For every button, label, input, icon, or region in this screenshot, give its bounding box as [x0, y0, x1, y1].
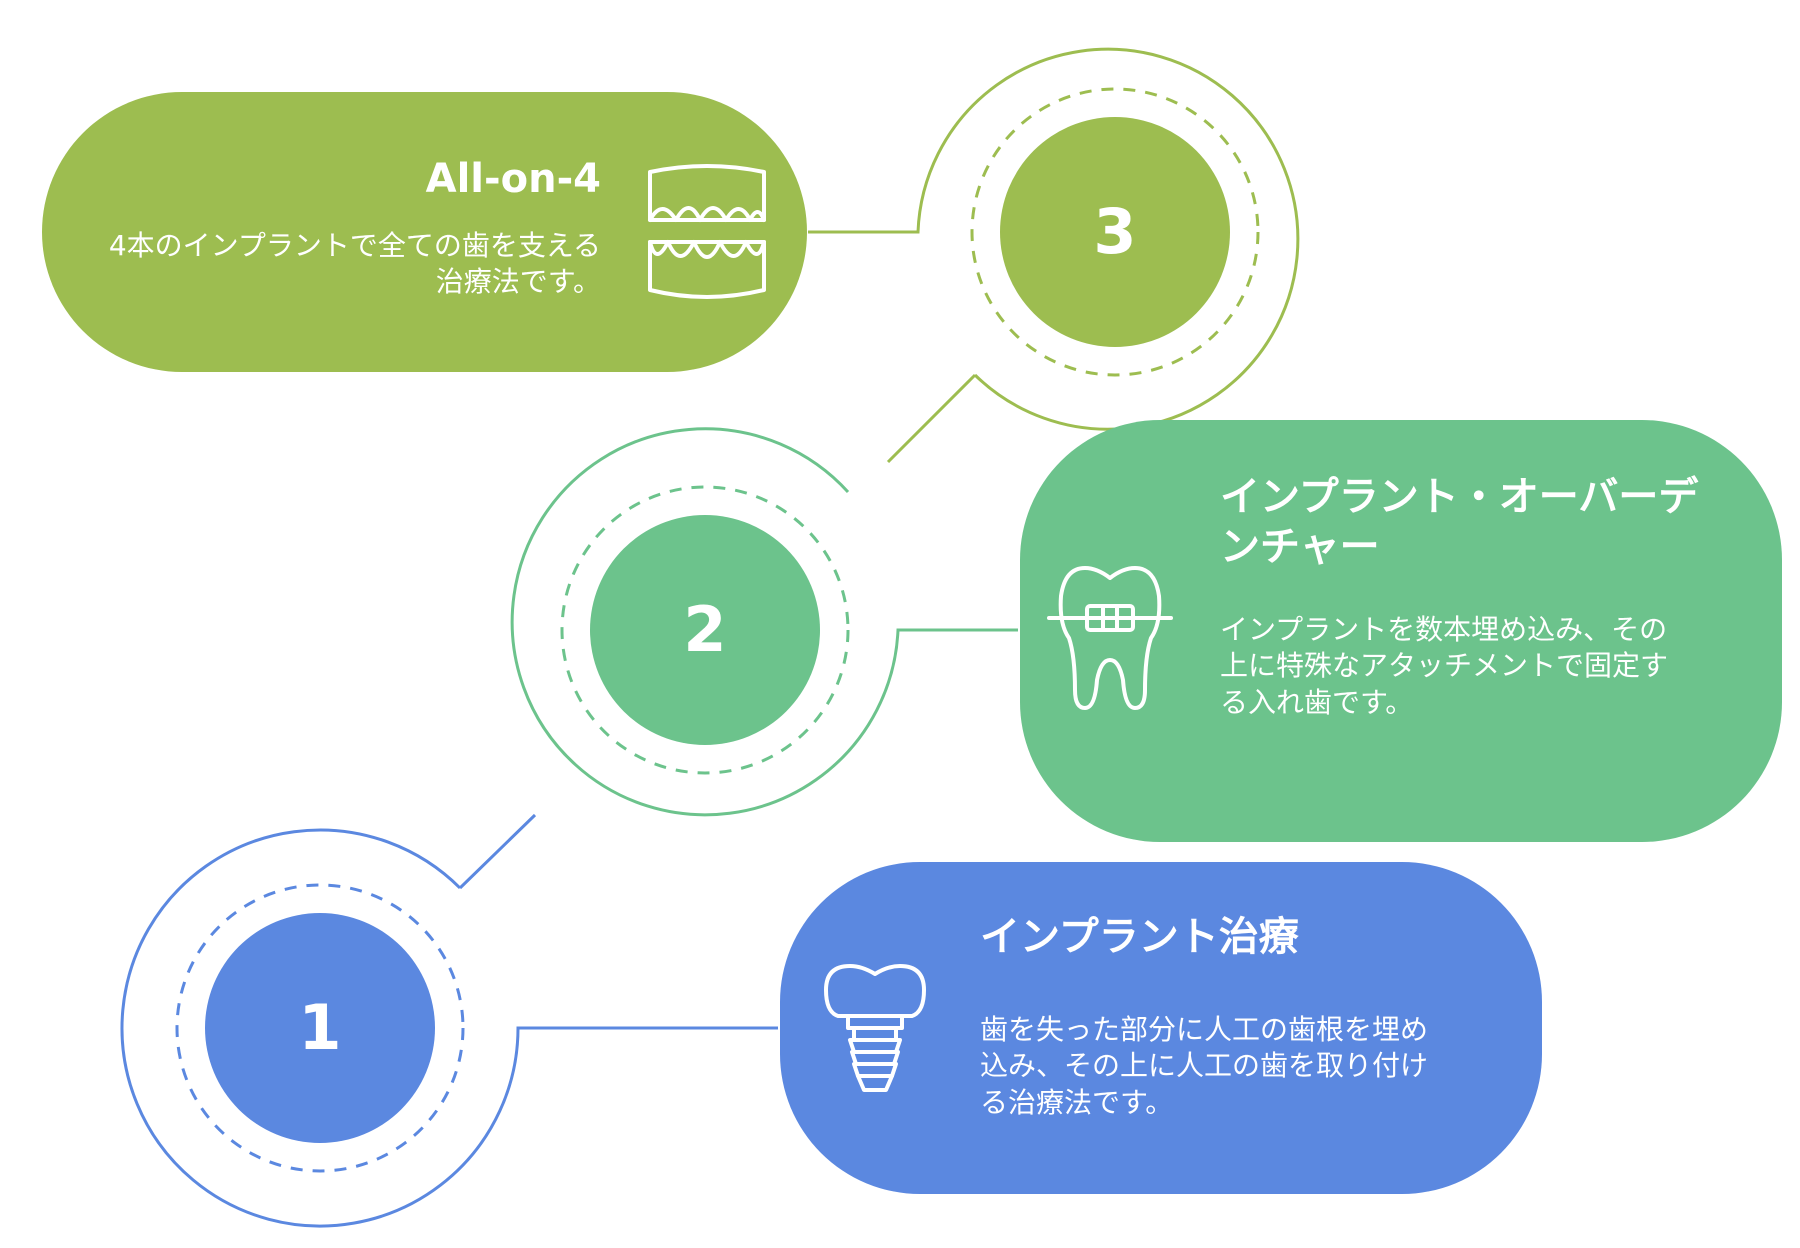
step-2-number: 2 — [683, 593, 727, 666]
step-3-card: All-on-4 4本のインプラントで全ての歯を支える治療法です。 — [42, 92, 807, 372]
connector-2-3 — [886, 373, 977, 464]
step-3-title: All-on-4 — [425, 156, 601, 202]
tooth-braces-icon — [1047, 566, 1173, 710]
step-2-marker — [510, 427, 1018, 817]
step-3-description: 4本のインプラントで全ての歯を支える治療法です。 — [108, 229, 601, 299]
step-2-outer-ring — [510, 427, 1018, 817]
step-2-card: インプラント・オーバーデンチャー インプラントを数本埋め込み、その上に特殊なアタ… — [1020, 420, 1782, 842]
step-2-description: インプラントを数本埋め込み、その上に特殊なアタッチメントで固定する入れ歯です。 — [1220, 613, 1669, 719]
step-3-marker — [808, 47, 1300, 431]
step-3-number-circle — [1000, 117, 1230, 347]
step-2-number-circle — [590, 515, 820, 745]
step-1-number: 1 — [298, 991, 342, 1064]
dental-implant-icon — [824, 964, 926, 1092]
step-1-title: インプラント治療 — [980, 914, 1299, 960]
connector-1-2 — [458, 813, 537, 890]
step-1-description: 歯を失った部分に人工の歯根を埋め込み、その上に人工の歯を取り付ける治療法です。 — [980, 1013, 1429, 1119]
step-2-dashed-ring — [560, 485, 850, 775]
step-3-dashed-ring — [970, 87, 1260, 377]
step-2-title: インプラント・オーバーデンチャー — [1220, 474, 1699, 570]
step-1-outer-ring — [120, 828, 778, 1228]
step-1-number-circle — [205, 913, 435, 1143]
full-dentures-icon — [648, 164, 766, 299]
step-1-marker — [120, 828, 778, 1228]
step-3-number: 3 — [1093, 195, 1137, 268]
step-1-card: インプラント治療 歯を失った部分に人工の歯根を埋め込み、その上に人工の歯を取り付… — [780, 862, 1542, 1194]
step-1-dashed-ring — [175, 883, 465, 1173]
